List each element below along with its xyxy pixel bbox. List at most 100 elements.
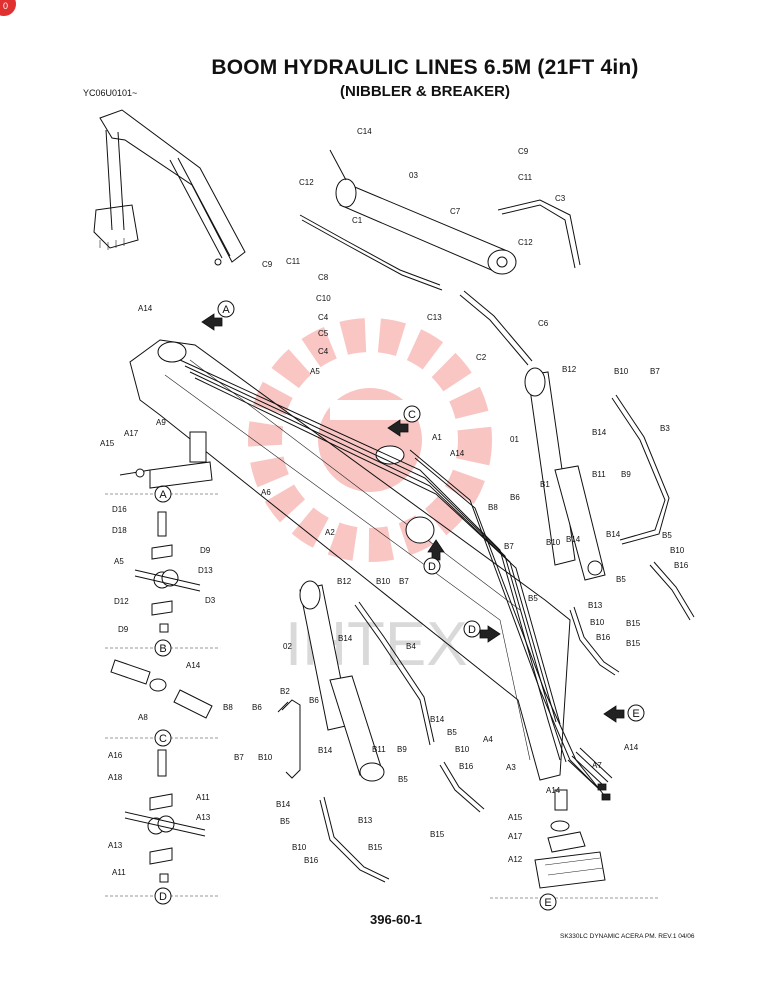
boom-cylinder-02 bbox=[299, 580, 385, 782]
label-b15-center: B15 bbox=[430, 830, 445, 839]
label-b10: B10 bbox=[614, 367, 629, 376]
callout-e-label: E bbox=[632, 708, 639, 720]
label-b13: B13 bbox=[588, 601, 603, 610]
detail-a: A bbox=[105, 431, 220, 503]
callout-d-arrow: D bbox=[423, 539, 445, 575]
label-d18: D18 bbox=[112, 526, 127, 535]
callout-c-arrow: C bbox=[387, 405, 421, 437]
label-d9-lower: D9 bbox=[118, 625, 129, 634]
label-b9-left: B9 bbox=[397, 745, 407, 754]
page-corner-badge: 0 bbox=[0, 0, 16, 16]
label-a15: A15 bbox=[100, 439, 115, 448]
label-c9: C9 bbox=[518, 147, 529, 156]
label-c5: C5 bbox=[318, 329, 329, 338]
label-b6: B6 bbox=[510, 493, 520, 502]
detail-e: E bbox=[490, 789, 658, 911]
label-b16: B16 bbox=[674, 561, 689, 570]
label-b14-upper: B14 bbox=[566, 535, 581, 544]
detail-b: B bbox=[105, 511, 220, 657]
label-c12-left: C12 bbox=[299, 178, 314, 187]
callout-d2-label: D bbox=[468, 624, 476, 636]
label-a11-lower: A11 bbox=[112, 868, 126, 877]
label-d13: D13 bbox=[198, 566, 213, 575]
label-b14-bottom: B14 bbox=[276, 800, 291, 809]
hoses-b-group bbox=[319, 394, 695, 883]
detail-d-label: D bbox=[159, 891, 167, 903]
label-b7-mid: B7 bbox=[504, 542, 514, 551]
label-a15-detail-e: A15 bbox=[508, 813, 523, 822]
label-a4: A4 bbox=[483, 735, 493, 744]
detail-d: D bbox=[105, 749, 220, 905]
label-b10-center: B10 bbox=[455, 745, 470, 754]
detail-c-label: C bbox=[159, 733, 167, 745]
label-b13-left: B13 bbox=[358, 816, 373, 825]
label-b10-bracket: B10 bbox=[258, 753, 273, 762]
label-b14: B14 bbox=[592, 428, 607, 437]
callout-a-label: A bbox=[222, 304, 230, 316]
label-c3: C3 bbox=[555, 194, 566, 203]
serial-range: YC06U0101~ bbox=[83, 88, 138, 98]
watermark-logo bbox=[248, 318, 492, 562]
label-b10-mid: B10 bbox=[546, 538, 561, 547]
label-b1: B1 bbox=[540, 480, 550, 489]
label-a16: A16 bbox=[108, 751, 123, 760]
page-subtitle: (NIBBLER & BREAKER) bbox=[340, 83, 510, 100]
label-a8: A8 bbox=[138, 713, 148, 722]
label-b9: B9 bbox=[621, 470, 631, 479]
label-b2: B2 bbox=[280, 687, 290, 696]
label-d9: D9 bbox=[200, 546, 211, 555]
label-c14: C14 bbox=[357, 127, 372, 136]
label-a14-lower: A14 bbox=[546, 786, 561, 795]
label-b16-lower: B16 bbox=[596, 633, 611, 642]
label-b4: B4 bbox=[406, 642, 416, 651]
label-a5: A5 bbox=[310, 367, 320, 376]
label-b12-left: B12 bbox=[337, 577, 352, 586]
page-number: 396-60-1 bbox=[370, 912, 423, 927]
label-c2: C2 bbox=[476, 353, 487, 362]
label-b5-right: B5 bbox=[616, 575, 626, 584]
label-a13: A13 bbox=[196, 813, 211, 822]
label-b16-center: B16 bbox=[459, 762, 474, 771]
label-b7: B7 bbox=[650, 367, 660, 376]
label-b6-bracket: B6 bbox=[309, 696, 319, 705]
label-c7: C7 bbox=[450, 207, 461, 216]
label-b10-left: B10 bbox=[376, 577, 391, 586]
callout-d-label: D bbox=[428, 561, 436, 573]
label-c8: C8 bbox=[318, 273, 329, 282]
detail-b-label: B bbox=[159, 643, 166, 655]
label-c4-lower: C4 bbox=[318, 347, 329, 356]
label-b5-mid: B5 bbox=[528, 594, 538, 603]
boom-cylinder-01 bbox=[524, 367, 606, 581]
label-a9: A9 bbox=[156, 418, 166, 427]
arm-cylinder-03 bbox=[329, 149, 517, 275]
label-c6: C6 bbox=[538, 319, 549, 328]
label-a17: A17 bbox=[124, 429, 139, 438]
label-c11: C11 bbox=[518, 173, 533, 182]
bracket-b2-pipes bbox=[277, 699, 301, 779]
label-b7-left: B7 bbox=[399, 577, 409, 586]
label-a2: A2 bbox=[325, 528, 335, 537]
label-b5: B5 bbox=[662, 531, 672, 540]
label-b14-bracket: B14 bbox=[318, 746, 333, 755]
page-title: BOOM HYDRAULIC LINES 6.5M (21FT 4in) bbox=[211, 56, 639, 79]
pipe-ends-a7 bbox=[567, 747, 613, 801]
label-b15-bottom: B15 bbox=[368, 843, 383, 852]
label-b15: B15 bbox=[626, 619, 641, 628]
label-c9-left: C9 bbox=[262, 260, 273, 269]
label-02: 02 bbox=[283, 642, 292, 651]
label-b10-lower: B10 bbox=[590, 618, 605, 627]
label-03: 03 bbox=[409, 171, 418, 180]
label-a14: A14 bbox=[138, 304, 153, 313]
label-c12: C12 bbox=[518, 238, 533, 247]
label-b5-lower: B5 bbox=[398, 775, 408, 784]
label-a18: A18 bbox=[108, 773, 123, 782]
label-b14-mid: B14 bbox=[606, 530, 621, 539]
label-b8-left: B8 bbox=[223, 703, 233, 712]
label-b11: B11 bbox=[592, 470, 606, 479]
callout-a-arrow: A bbox=[201, 300, 235, 331]
label-a11: A11 bbox=[196, 793, 210, 802]
label-a3: A3 bbox=[506, 763, 516, 772]
label-b5-center: B5 bbox=[447, 728, 457, 737]
label-a7: A7 bbox=[592, 761, 602, 770]
